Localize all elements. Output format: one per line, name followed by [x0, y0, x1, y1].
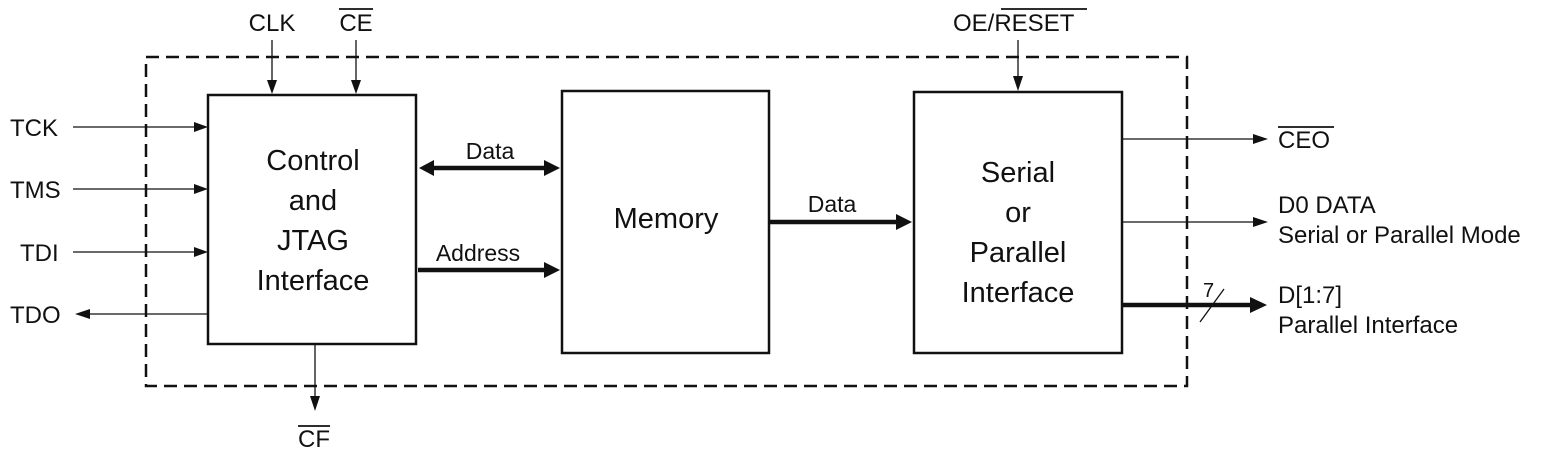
tdo-arrowhead — [75, 309, 90, 319]
data-bus-right-arrowhead — [544, 160, 560, 176]
serial-parallel-block: Serial or Parallel Interface — [912, 90, 1124, 355]
ceo-label: CEO — [1278, 127, 1330, 154]
tdo-output: TDO — [10, 302, 208, 329]
control-block-line-1: Control — [266, 145, 360, 177]
tms-label: TMS — [10, 177, 61, 204]
ctrl-mem-address-bus: Address — [418, 240, 560, 278]
cf-output: CF — [298, 344, 330, 453]
mem-serial-data-label: Data — [808, 191, 857, 217]
tck-arrowhead — [194, 122, 208, 132]
control-block-line-2: and — [289, 185, 337, 217]
control-block-line-4: Interface — [257, 265, 370, 297]
clk-input: CLK — [249, 10, 296, 94]
serial-block-line-1: Serial — [981, 157, 1055, 189]
d0-output: D0 DATA Serial or Parallel Mode — [1122, 192, 1521, 249]
data-bus-left-arrowhead — [419, 160, 434, 176]
memory-block: Memory — [560, 89, 771, 355]
bus-width-label: 7 — [1203, 280, 1214, 302]
oe-reset-input: OE/RESET — [953, 8, 1087, 91]
oe-reset-label: OE/RESET — [953, 10, 1075, 37]
d17-desc-label: Parallel Interface — [1278, 312, 1458, 339]
control-block-line-3: JTAG — [277, 225, 349, 257]
serial-block-line-3: Parallel — [970, 237, 1067, 269]
clk-arrowhead — [267, 80, 277, 94]
ctrl-mem-data-label: Data — [466, 138, 515, 164]
ce-label: CE — [339, 10, 372, 37]
ce-arrowhead — [351, 80, 361, 94]
d17-output: 7 D[1:7] Parallel Interface — [1122, 280, 1458, 339]
tck-label: TCK — [10, 115, 58, 142]
tms-arrowhead — [194, 184, 208, 194]
cf-label: CF — [298, 426, 330, 453]
ce-input: CE — [339, 8, 373, 94]
tck-input: TCK — [10, 115, 208, 142]
mem-serial-data-bus: Data — [770, 191, 912, 230]
control-jtag-block: Control and JTAG Interface — [206, 93, 418, 346]
d0-data-label: D0 DATA — [1278, 192, 1376, 219]
cf-arrowhead — [310, 396, 320, 411]
address-label: Address — [436, 240, 520, 266]
d17-label: D[1:7] — [1278, 282, 1342, 309]
d0-arrowhead — [1253, 217, 1268, 227]
clk-label: CLK — [249, 10, 296, 37]
address-bus-arrowhead — [544, 262, 560, 278]
oe-reset-arrowhead — [1013, 76, 1023, 91]
d0-mode-label: Serial or Parallel Mode — [1278, 222, 1521, 249]
serial-block-line-4: Interface — [962, 277, 1075, 309]
mem-serial-arrowhead — [896, 214, 912, 230]
tdi-label: TDI — [20, 240, 59, 267]
tdi-input: TDI — [20, 240, 208, 267]
memory-block-label: Memory — [614, 203, 719, 235]
tdi-arrowhead — [194, 247, 208, 257]
ceo-arrowhead — [1253, 134, 1268, 144]
tms-input: TMS — [10, 177, 208, 204]
tdo-label: TDO — [10, 302, 61, 329]
ctrl-mem-data-bus: Data — [419, 138, 560, 176]
d17-arrowhead — [1250, 297, 1267, 313]
ceo-output: CEO — [1122, 126, 1334, 154]
bus-width-slash — [1199, 288, 1225, 323]
serial-block-line-2: or — [1005, 197, 1031, 229]
